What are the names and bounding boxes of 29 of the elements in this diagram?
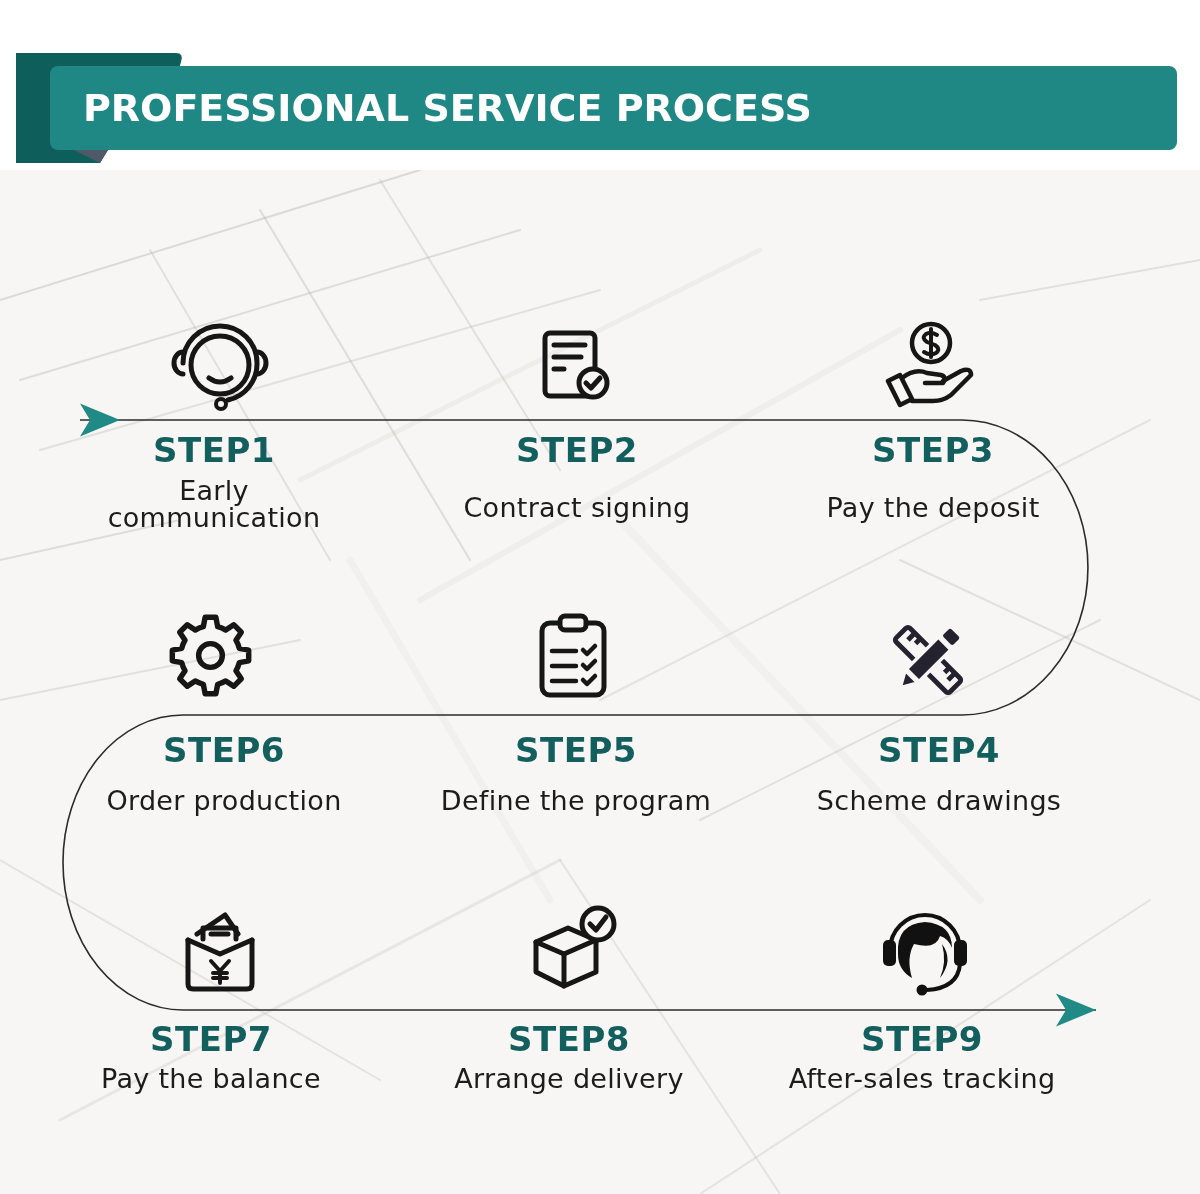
step-label: STEP6 <box>163 731 285 769</box>
connector-line <box>932 419 1089 716</box>
connector-line <box>210 1009 570 1011</box>
step-description: Arrange delivery <box>454 1063 684 1095</box>
connector-line <box>119 419 578 421</box>
step-label: STEP5 <box>515 731 637 769</box>
step-description: Order production <box>106 785 342 817</box>
step-description: Define the program <box>440 785 712 817</box>
connector-line <box>575 714 940 716</box>
step-description: Early communication <box>107 477 321 531</box>
title-text: PROFESSIONAL SERVICE PROCESS <box>83 85 812 132</box>
step-description: Contract signing <box>463 492 691 524</box>
step-description: Scheme drawings <box>816 785 1062 817</box>
arrow <box>79 403 121 437</box>
connector-line <box>568 1009 923 1011</box>
step-label: STEP1 <box>153 431 275 469</box>
step-description: Pay the deposit <box>826 492 1040 524</box>
connector-line <box>223 714 577 716</box>
arrow <box>921 993 1097 1027</box>
step-label: STEP7 <box>150 1020 272 1058</box>
step-label: STEP8 <box>508 1020 630 1058</box>
step-label: STEP4 <box>878 731 1000 769</box>
connector-line <box>576 419 934 421</box>
step-description: After-sales tracking <box>788 1063 1056 1095</box>
connector-line <box>62 714 225 1011</box>
step-description: Pay the balance <box>101 1063 321 1095</box>
step-label: STEP3 <box>872 431 994 469</box>
step-label: STEP2 <box>516 431 638 469</box>
step-label: STEP9 <box>861 1020 983 1058</box>
